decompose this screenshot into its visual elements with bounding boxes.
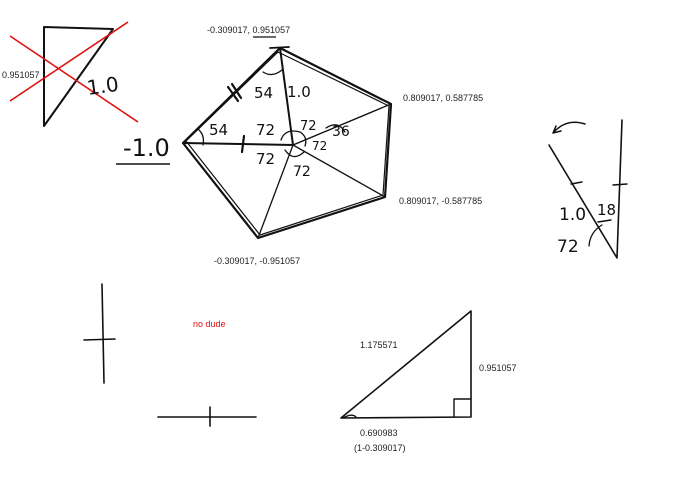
- pentagon-diagram: -0.309017, 0.951057 0.809017, 0.587785 0…: [116, 25, 483, 266]
- angle-center-b-label: 72: [300, 119, 317, 134]
- spoke-tick: [240, 134, 246, 154]
- crossed-triangle: 0.951057 1.0: [2, 21, 139, 127]
- top-tick: [269, 46, 290, 49]
- angle-center-a-label: 72: [256, 121, 275, 139]
- edge-tick-left: [226, 82, 243, 103]
- sketch-angle-a-label: 18: [597, 201, 616, 219]
- rotate-arrow-icon: [552, 121, 586, 134]
- left-length-label: -1.0: [123, 134, 170, 162]
- axis-sketches: [83, 283, 257, 427]
- right-triangle: 1.175571 0.951057 0.690983 (1-0.309017): [340, 310, 517, 453]
- triangle-height-label: 0.951057: [2, 70, 40, 80]
- tilted-sketch: 1.0 18 72: [548, 119, 628, 259]
- spoke-lower-right: [292, 144, 386, 198]
- angle-left-label: 54: [209, 121, 228, 139]
- arc-left: [197, 128, 205, 146]
- horizontal-axis-cross: [157, 406, 257, 427]
- arc-right: [325, 124, 346, 133]
- spoke-bottom: [257, 144, 294, 239]
- vertex-upper-right-label: 0.809017, 0.587785: [403, 93, 483, 103]
- arc-top: [262, 69, 283, 76]
- edge-length-label: 1.0: [287, 83, 311, 101]
- sketch-ticks: [570, 181, 628, 223]
- angle-top-label: 54: [254, 84, 273, 102]
- vertical-axis-cross: [83, 283, 116, 384]
- triangle-outline: [43, 26, 114, 127]
- sketch-lines: [548, 119, 623, 259]
- angle-center-d-label: 72: [256, 150, 275, 168]
- vertex-lower-right-label: 0.809017, -0.587785: [399, 196, 482, 206]
- right-triangle-outline: [340, 310, 472, 419]
- angle-center-e-label: 72: [293, 164, 311, 180]
- vertex-bottom-label: -0.309017, -0.951057: [214, 256, 300, 266]
- vertex-top-label: -0.309017, 0.951057: [207, 25, 290, 35]
- angle-right-small-label: 36: [332, 124, 350, 140]
- height-label: 0.951057: [479, 363, 517, 373]
- pentagon-outline: [181, 46, 393, 240]
- hypotenuse-label: 1.175571: [360, 340, 398, 350]
- base-angle-arc: [342, 414, 357, 419]
- spoke-left: [182, 142, 294, 146]
- cross-line-2: [9, 21, 129, 102]
- cross-line-1: [9, 35, 139, 123]
- angle-center-c-label: 72: [312, 139, 327, 153]
- sketch-arc: [588, 224, 603, 247]
- base-label: 0.690983: [360, 428, 398, 438]
- right-angle-marker: [453, 398, 472, 418]
- arc-center: [280, 130, 307, 158]
- spoke-top: [279, 47, 294, 146]
- triangle-hyp-label: 1.0: [85, 72, 120, 100]
- sketch-angle-b-label: 72: [557, 237, 579, 257]
- pentagon-outline-overstroke: [185, 51, 390, 236]
- base-formula-label: (1-0.309017): [354, 443, 406, 453]
- note-text: no dude: [193, 319, 226, 329]
- sketch-length-label: 1.0: [559, 205, 586, 225]
